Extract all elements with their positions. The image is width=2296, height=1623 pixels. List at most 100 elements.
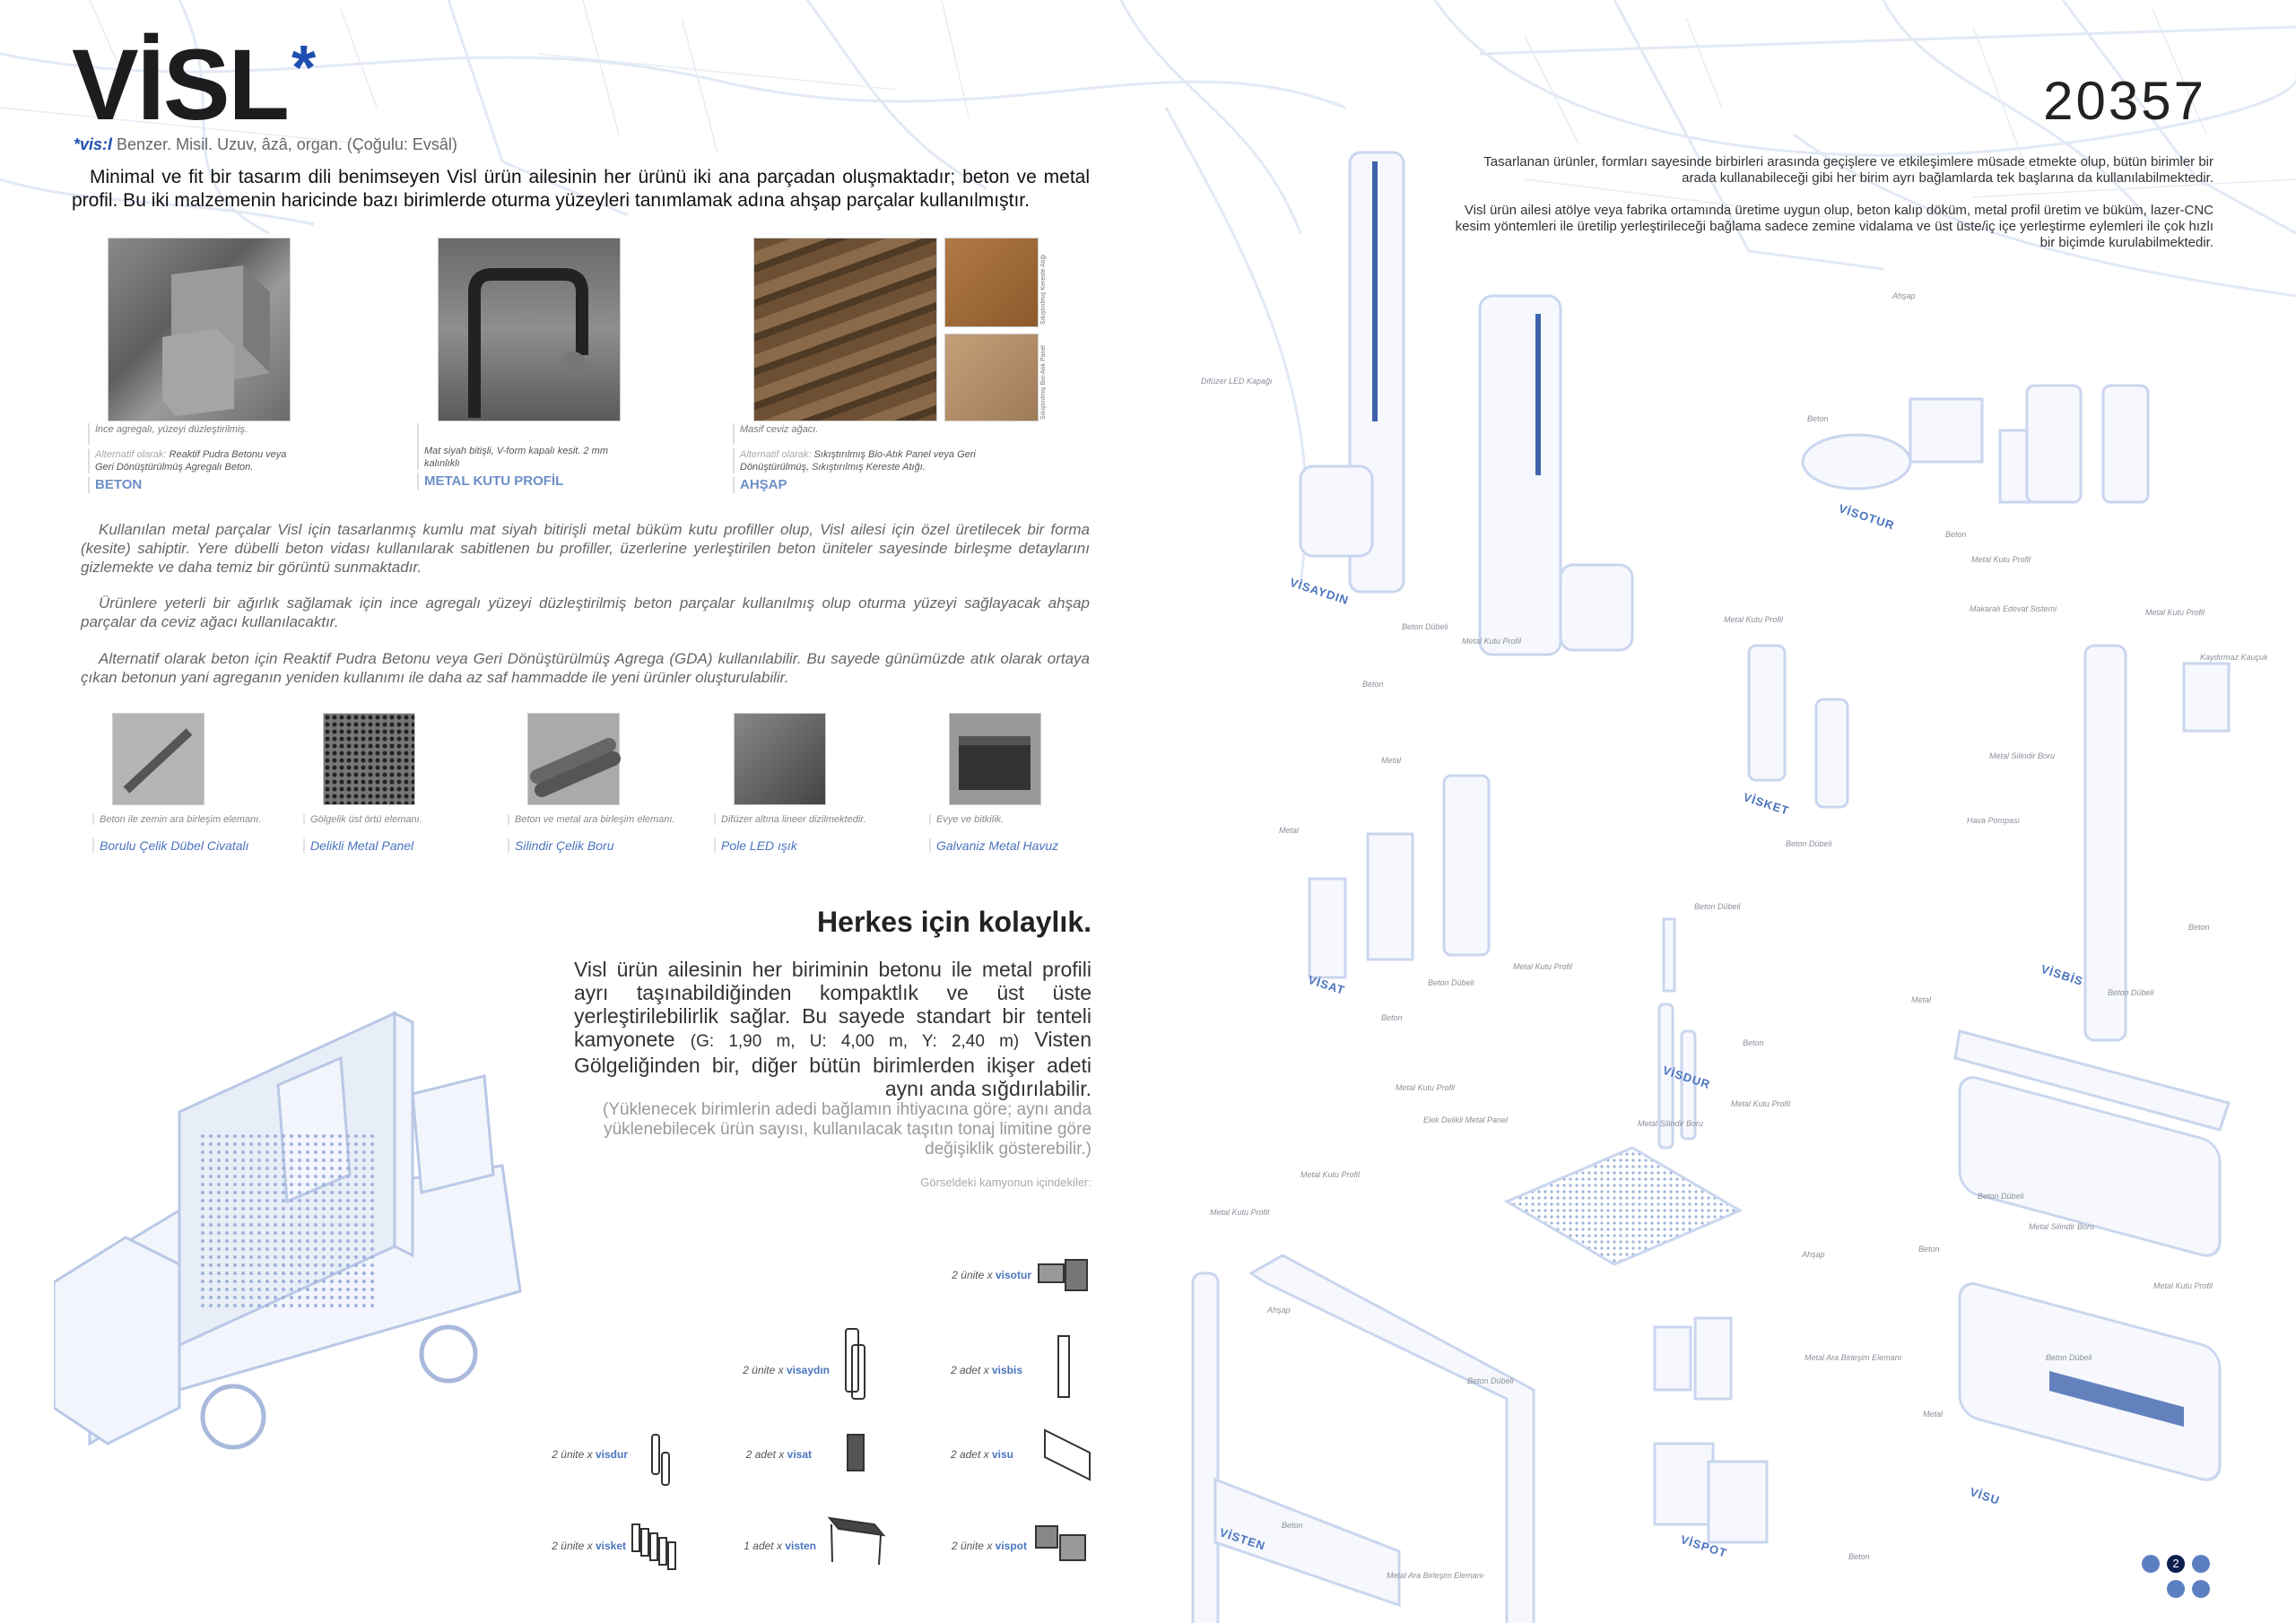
- unit-item: 2 ünite x visdur: [552, 1448, 628, 1461]
- material-caption-group: İnce agregalı, yüzeyi düzleştirilmiş. Al…: [88, 423, 303, 493]
- diagram-label: Ahşap: [1267, 1306, 1291, 1315]
- diagram-label: Metal Silindir Boru: [1989, 751, 2056, 760]
- diagram-label: Metal Kutu Profil: [1210, 1208, 1270, 1217]
- diagram-label: Ahşap: [1892, 291, 1916, 300]
- unit-name: visat: [787, 1448, 812, 1461]
- bio-panel-photo: [944, 334, 1039, 421]
- definition-text: Benzer. Misil. Uzuv, âzâ, organ. (Çoğulu…: [112, 135, 457, 153]
- material-alt: Alternatif olarak: Reaktif Pudra Betonu …: [88, 448, 303, 473]
- body-paragraph: Alternatif olarak beton için Reaktif Pud…: [81, 650, 1090, 686]
- diagram-label: Beton Dübeli: [1428, 978, 1474, 987]
- body-paragraph: Kullanılan metal parçalar Visl için tasa…: [81, 521, 1090, 576]
- component-desc: Beton ve metal ara birleşim elemanı.: [508, 814, 705, 825]
- diagram-label: Beton Dübeli: [1402, 622, 1448, 631]
- visbis-thumb-icon: [1057, 1335, 1070, 1398]
- truck-contents-label: Görseldeki kamyonun içindekiler:: [920, 1176, 1091, 1189]
- diagram-label: Metal: [1923, 1410, 1944, 1419]
- diagram-label: Metal: [1911, 995, 1932, 1004]
- diagram-label: Metal Kutu Profil: [1396, 1083, 1456, 1092]
- page-dot-5[interactable]: 5: [2192, 1580, 2210, 1598]
- caption-desc: Masif ceviz ağacı.: [740, 424, 819, 435]
- unit-name: visbis: [991, 1364, 1022, 1376]
- material-alt: Alternatif olarak: Sıkıştırılmış Bio-Atı…: [733, 448, 1002, 473]
- diagram-label: Metal Kutu Profil: [1971, 555, 2031, 564]
- visket-thumb-icon: [631, 1523, 676, 1570]
- alt-text: Reaktif Pudra Betonu veya Geri Dönüştürü…: [95, 449, 287, 473]
- material-name: AHŞAP: [733, 477, 1002, 493]
- alt-prefix: Alternatif olarak:: [95, 449, 170, 460]
- unit-count: 2 ünite x: [552, 1540, 596, 1552]
- unit-name: visotur: [995, 1269, 1031, 1281]
- page-dot-4[interactable]: 4: [2167, 1580, 2185, 1598]
- component-name: Pole LED ışık: [714, 838, 911, 853]
- unit-item: 2 ünite x vispot: [952, 1540, 1027, 1552]
- transport-text-column: Herkes için kolaylık. Visl ürün ailesini…: [574, 904, 1091, 1190]
- unit-count: 2 adet x: [745, 1448, 787, 1461]
- diagram-label: Beton Dübeli: [1786, 839, 1832, 848]
- component-desc: Gölgelik üst örtü elemanı.: [303, 814, 500, 825]
- page-dot-1[interactable]: 1: [2142, 1555, 2160, 1573]
- vispot-thumb-icon: [1035, 1525, 1086, 1561]
- diagram-label: Metal Kutu Profil: [2153, 1281, 2213, 1290]
- diagram-label: Elek Delikli Metal Panel: [1423, 1115, 1509, 1124]
- unit-count: 2 ünite x: [552, 1448, 596, 1461]
- compressed-timber-photo: [944, 238, 1039, 327]
- diagram-label: Beton Dübeli: [1694, 902, 1741, 911]
- steel-pipe-photo: [527, 713, 621, 805]
- component-name: Galvaniz Metal Havuz: [929, 838, 1126, 853]
- diagram-label: Metal Ara Birleşim Elemanı: [1387, 1571, 1484, 1580]
- unit-count: 2 adet x: [950, 1364, 992, 1376]
- unit-item: 2 adet x visbis: [951, 1364, 1022, 1376]
- visotur-thumb-icon: [1038, 1259, 1088, 1291]
- diagram-label: Beton Dübeli: [2046, 1353, 2092, 1362]
- definition-key: *vis:l: [74, 135, 113, 153]
- metal-basin-photo: [949, 713, 1041, 805]
- caption-desc: Mat siyah bitişli, V-form kapalı kesit. …: [424, 446, 608, 469]
- unit-count: 2 adet x: [950, 1448, 992, 1461]
- brand-title: VİSL*: [72, 35, 316, 135]
- material-caption: Masif ceviz ağacı.: [733, 423, 1002, 445]
- concrete-photo: [108, 238, 291, 421]
- component-name: Borulu Çelik Dübel Civatalı: [92, 838, 290, 853]
- dowel-bolt-photo: [112, 713, 204, 805]
- diagram-label: Beton Dübeli: [2108, 988, 2154, 997]
- visten-thumb-icon: [827, 1516, 886, 1566]
- unit-name: visten: [785, 1540, 816, 1552]
- diagram-label: Beton Dübeli: [1978, 1192, 2024, 1201]
- diagram-label: Metal: [1381, 756, 1402, 765]
- component-desc: Evye ve bitkilik.: [929, 814, 1126, 825]
- page-dot-3[interactable]: 3: [2192, 1555, 2210, 1573]
- exploded-diagrams: [1191, 151, 2231, 1623]
- material-name: METAL KUTU PROFİL: [417, 473, 632, 490]
- title-text: VİSL: [72, 29, 290, 141]
- right-paragraph-1: Tasarlanan ürünler, formları sayesinde b…: [1483, 154, 2213, 186]
- diagram-label: Beton: [1807, 414, 1829, 423]
- page-dot-2-current[interactable]: 2: [2167, 1555, 2185, 1573]
- title-asterisk: *: [291, 32, 316, 102]
- diagram-label: Metal Kutu Profil: [1731, 1099, 1791, 1108]
- material-caption: İnce agregalı, yüzeyi düzleştirilmiş.: [88, 423, 303, 445]
- metal-profile-icon: [468, 268, 588, 418]
- transport-text-a: Visl ürün ailesinin her biriminin betonu…: [574, 958, 1091, 1051]
- diagram-label: Metal Silindir Boru: [1638, 1119, 1704, 1128]
- diagram-label: Metal Ara Birleşim Elemanı: [1805, 1353, 1902, 1362]
- unit-name: visaydın: [786, 1364, 830, 1376]
- transport-note: (Yüklenecek birimlerin adedi bağlamın ih…: [603, 1100, 1091, 1159]
- unit-count: 2 ünite x: [951, 1540, 996, 1552]
- material-caption: Mat siyah bitişli, V-form kapalı kesit. …: [417, 423, 632, 470]
- definition: *vis:l Benzer. Misil. Uzuv, âzâ, organ. …: [74, 135, 457, 154]
- diagram-label: Kaydırmaz Kauçuk: [2200, 653, 2268, 662]
- unit-name: visket: [595, 1540, 626, 1552]
- component-desc: Beton ile zemin ara birleşim elemanı.: [92, 814, 290, 825]
- walnut-wood-photo: [753, 238, 937, 421]
- visu-thumb-icon: [1044, 1428, 1091, 1481]
- component-desc: Difüzer altına lineer dizilmektedir.: [714, 814, 911, 825]
- material-name: BETON: [88, 477, 303, 493]
- diagram-label: Beton: [1918, 1245, 1940, 1254]
- perforated-panel-photo: [323, 713, 415, 805]
- diagram-label: Beton: [1381, 1013, 1403, 1022]
- right-paragraph-2: Visl ürün ailesi atölye veya fabrika ort…: [1455, 203, 2213, 250]
- diagram-label: Beton: [1945, 530, 1967, 539]
- caption-desc: İnce agregalı, yüzeyi düzleştirilmiş.: [95, 424, 248, 435]
